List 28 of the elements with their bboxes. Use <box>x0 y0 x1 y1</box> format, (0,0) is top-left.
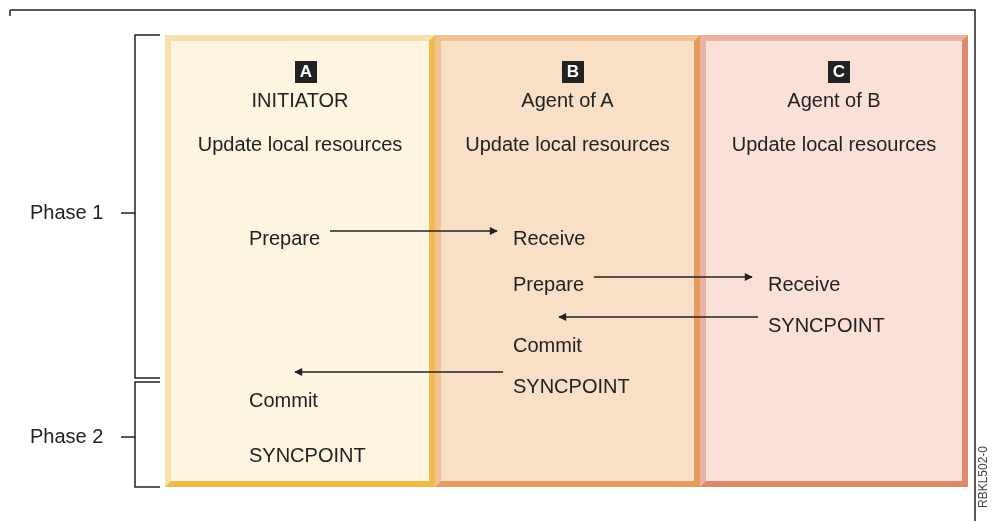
step-label: Prepare <box>513 270 598 296</box>
lane-description: Update local resources <box>196 133 404 156</box>
step-label: Commit <box>249 378 329 412</box>
step-label: SYNCPOINT <box>513 372 653 398</box>
lane-panel <box>165 35 435 487</box>
letter-badge: B <box>562 61 584 83</box>
letter-badge: A <box>295 61 317 83</box>
step-label: Receive <box>768 270 858 296</box>
lane-title: Agent of B <box>786 89 882 112</box>
phase-label: Phase 2 <box>30 425 104 448</box>
step-label: SYNCPOINT <box>249 441 389 467</box>
arrow <box>294 368 504 376</box>
arrow <box>329 227 498 235</box>
lane-description: Update local resources <box>730 133 938 156</box>
step-label: Commit <box>513 323 603 357</box>
lane-panel <box>435 35 700 487</box>
lane-title: INITIATOR <box>250 89 350 112</box>
step-label: SYNCPOINT <box>768 311 908 337</box>
lane-description: Update local resources <box>464 133 671 156</box>
phase-label: Phase 1 <box>30 201 104 224</box>
step-label: Prepare <box>249 224 334 250</box>
step-label: Receive <box>513 224 603 250</box>
figure-id: RBKL502-0 <box>976 446 990 508</box>
lane-panel <box>700 35 968 487</box>
arrow <box>558 313 759 321</box>
letter-badge: C <box>828 61 850 83</box>
arrow <box>593 273 753 281</box>
lane-title: Agent of A <box>520 89 615 112</box>
